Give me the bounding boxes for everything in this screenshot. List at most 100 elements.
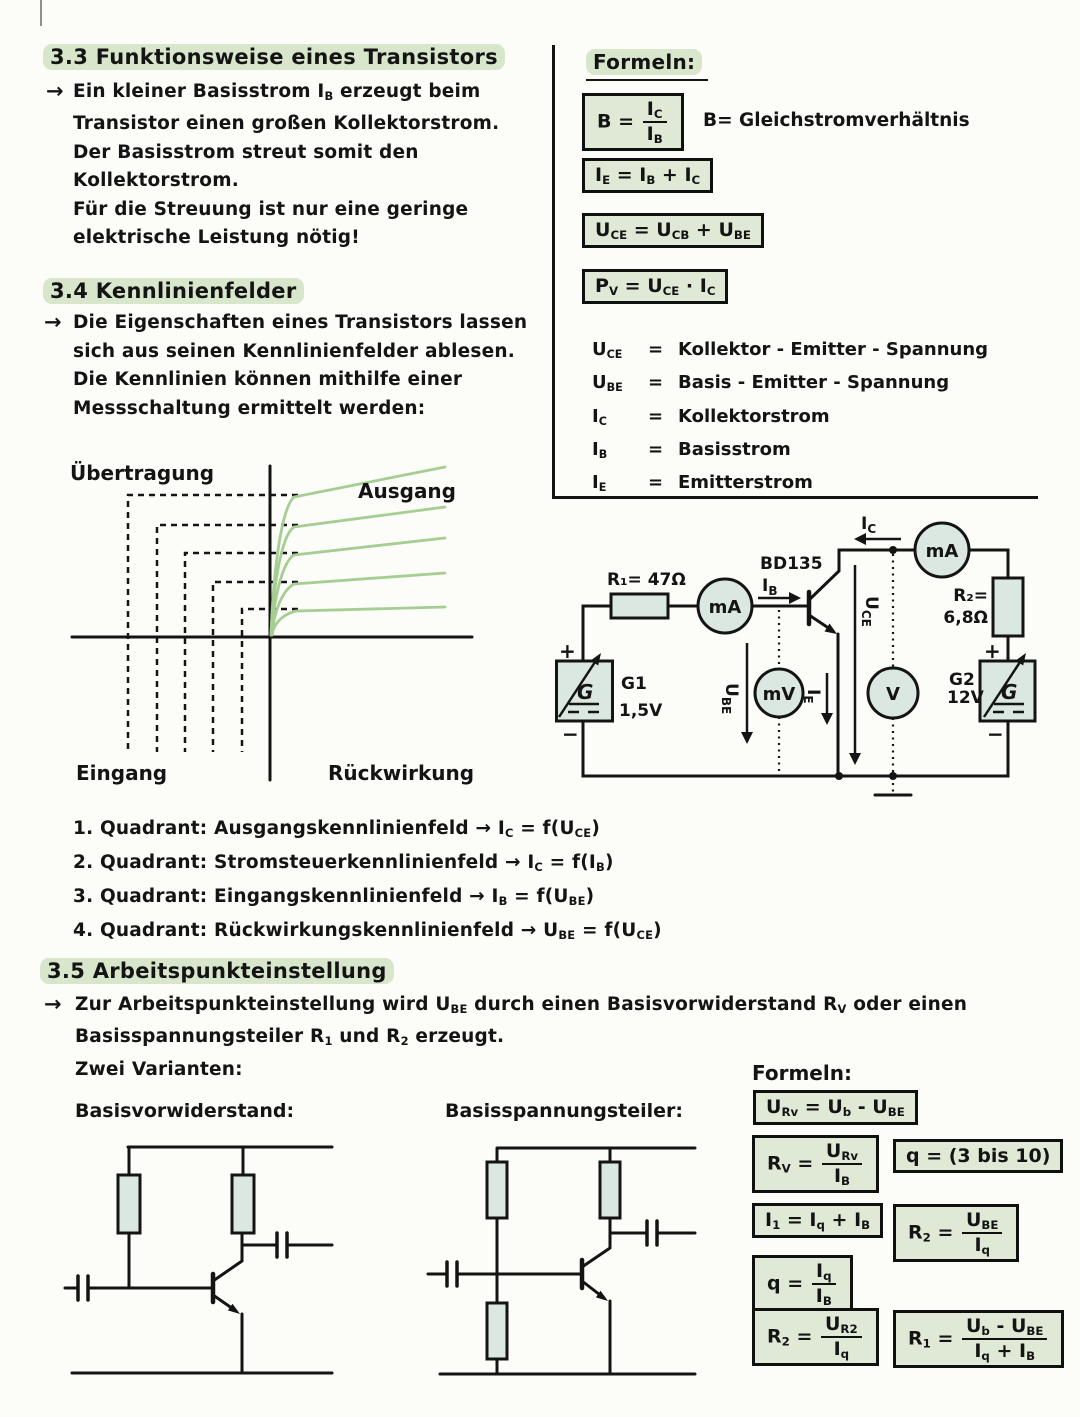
quadrant-label-eingang: Eingang — [76, 761, 167, 785]
formula-box-q-range: q = (3 bis 10) — [893, 1139, 1064, 1173]
kennlinienfeld-diagram: Übertragung Ausgang Eingang Rückwirkung — [70, 461, 474, 785]
formeln-bottom-title: Formeln: — [752, 1061, 852, 1085]
list-item: 1. Quadrant: Ausgangskennlinienfeld → IC… — [73, 818, 600, 840]
r2-value: 6,8Ω — [943, 608, 988, 628]
uce-label: UCE — [859, 596, 881, 627]
symbol-definitions: UCE=Kollektor - Emitter - Spannung UBE=B… — [592, 336, 988, 502]
text-line: sich aus seinen Kennlinienfelder ablesen… — [73, 340, 515, 362]
text-line: Der Basisstrom streut somit den — [73, 141, 419, 163]
page-margin-tick — [40, 0, 42, 26]
circuit-wires — [63, 1145, 334, 1375]
transistor — [579, 1246, 612, 1301]
formula-panel-left-border — [552, 45, 555, 497]
g2-adjust-arrow — [982, 653, 1026, 718]
r1-label: R₁= 47Ω — [607, 570, 686, 590]
g2-symbol: G — [993, 680, 1024, 714]
source-g1 — [555, 659, 614, 723]
text-line: Kollektorstrom. — [73, 170, 239, 192]
definition-row: UCE=Kollektor - Emitter - Spannung — [592, 339, 989, 361]
collector-resistor — [598, 1160, 622, 1220]
variant-b-title: Basisspannungsteiler: — [445, 1100, 684, 1122]
text-line: Zwei Varianten: — [75, 1058, 243, 1080]
variant-a-title: Basisvorwiderstand: — [75, 1100, 295, 1122]
base-resistor — [116, 1173, 142, 1235]
output-characteristic-curves — [269, 465, 447, 637]
mv-meter — [753, 667, 805, 719]
node-dot — [835, 772, 843, 780]
resistor-r2 — [991, 576, 1025, 638]
input-capacitor — [76, 1274, 90, 1302]
basisspannungsteiler-circuit — [426, 1146, 697, 1376]
bullet-arrow: → — [46, 79, 64, 103]
output-capacitor — [645, 1219, 659, 1247]
bullet-arrow: → — [44, 310, 62, 334]
definition-row: IE=Emitterstrom — [592, 472, 813, 494]
formula-box-i1: I1 = Iq + IB — [752, 1203, 884, 1238]
text-line: Messschaltung ermittelt werden: — [73, 397, 426, 419]
text-line: Die Kennlinien können mithilfe einer — [73, 369, 463, 390]
output-capacitor — [275, 1231, 289, 1259]
section-3-5-text: Zur Arbeitspunkteinstellung wird UBE dur… — [75, 991, 967, 1084]
formula-panel-bottom-border — [552, 496, 1038, 499]
formula-box-pv: PV = UCE · IC — [582, 269, 729, 304]
section-3-4-heading: 3.4 Kennlinienfelder — [43, 278, 304, 304]
bullet-arrow: → — [44, 992, 62, 1016]
ie-arrow — [821, 673, 833, 725]
formula-box-uce: UCE = UCB + UBE — [582, 213, 764, 248]
divider-resistor-r1 — [485, 1160, 509, 1220]
text-line: elektrische Leistung nötig! — [73, 227, 360, 249]
g1-label: G1 — [621, 674, 647, 694]
measurement-circuit-diagram: G G R₁= 47Ω BD135 IB IC UCE UBE IE R₂= 6… — [555, 514, 1037, 797]
formeln-top-title: Formeln: — [586, 49, 709, 81]
v-meter — [866, 666, 920, 720]
list-item: 3. Quadrant: Eingangskennlinienfeld → IB… — [73, 885, 595, 908]
text-line: Ein kleiner Basisstrom IB erzeugt beim — [73, 81, 481, 103]
transistor-bd135 — [806, 589, 837, 634]
text-line: Transistor einen großen Kollektorstrom. — [73, 113, 500, 135]
list-item: 4. Quadrant: Rückwirkungskennlinienfeld … — [73, 919, 662, 942]
basisvorwiderstand-circuit — [63, 1145, 334, 1375]
quadrant-label-rueckwirkung: Rückwirkung — [328, 761, 474, 785]
g2-value: 12V — [947, 688, 985, 708]
svg-text:G: G — [1001, 680, 1017, 704]
circuit-wires — [581, 548, 1010, 778]
ib-arrow — [758, 592, 801, 604]
section-3-5-heading: 3.5 Arbeitspunkteinstellung — [40, 958, 394, 984]
text-line: Die Eigenschaften eines Transistors lass… — [73, 312, 528, 333]
uce-arrow — [849, 565, 861, 765]
g2-plus: + — [984, 639, 1001, 663]
ma-meter-base — [696, 577, 754, 635]
g1-adjust-arrow — [557, 653, 601, 718]
quadrant-label-ausgang: Ausgang — [358, 479, 456, 503]
ic-arrow — [854, 533, 901, 545]
g1-minus: − — [562, 722, 579, 746]
g1-plus: + — [559, 639, 576, 663]
collector-resistor — [230, 1173, 256, 1235]
circuit-wires — [426, 1146, 697, 1376]
bd135-label: BD135 — [760, 554, 823, 574]
axes — [70, 464, 474, 782]
definition-row: IC=Kollektorstrom — [592, 405, 830, 428]
quadrant-description-list: 1. Quadrant: Ausgangskennlinienfeld → IC… — [73, 814, 662, 949]
input-capacitor — [445, 1260, 459, 1288]
ma-meter-collector-label: mA — [926, 541, 959, 562]
ma-meter-base-label: mA — [709, 597, 742, 618]
node-dot — [889, 546, 897, 554]
g2-minus: − — [987, 722, 1004, 746]
text-line: Für die Streuung ist nur eine geringe — [73, 198, 469, 220]
ib-label: IB — [762, 576, 777, 598]
resistor-r1 — [609, 592, 670, 620]
ma-meter-collector — [913, 521, 971, 579]
ic-label: IC — [861, 514, 876, 536]
list-item: 2. Quadrant: Stromsteuerkennlinienfeld →… — [73, 851, 614, 874]
node-dot — [889, 772, 897, 780]
svg-text:G: G — [577, 680, 593, 704]
divider-resistor-r2 — [485, 1301, 509, 1361]
transistor — [210, 1259, 244, 1314]
ube-arrow — [741, 643, 753, 744]
